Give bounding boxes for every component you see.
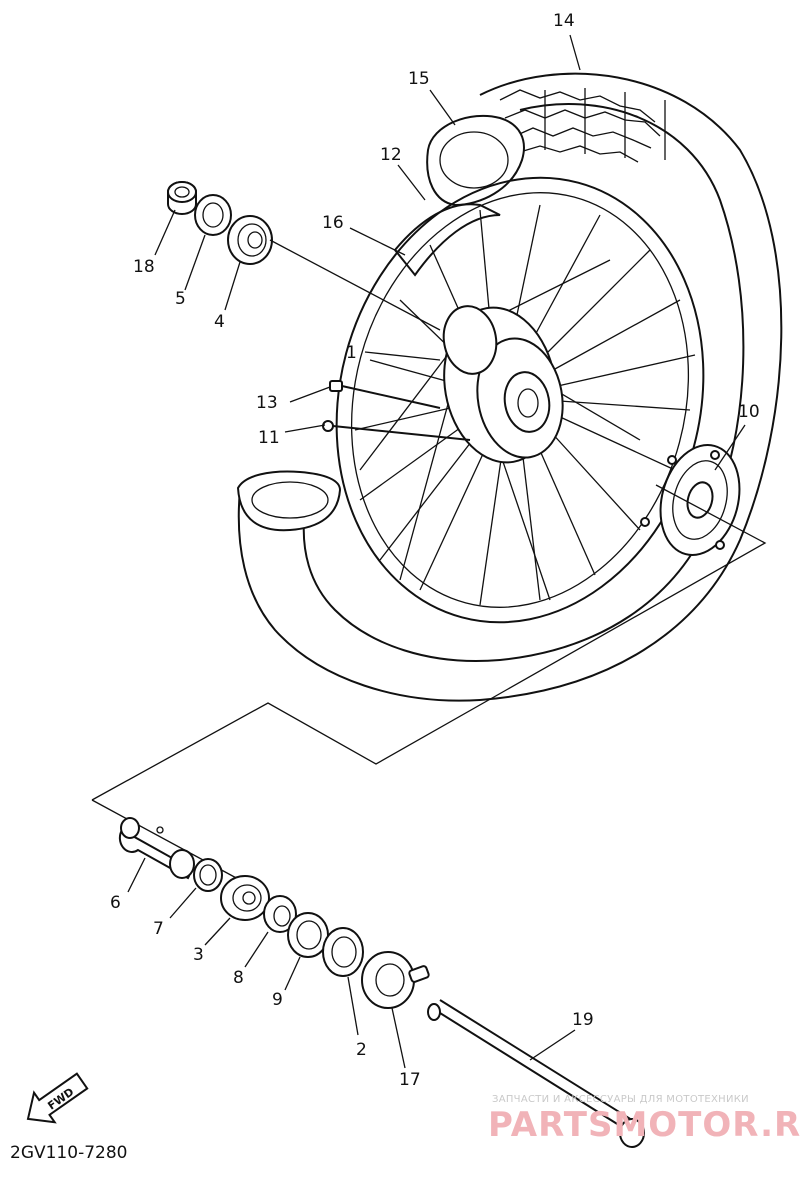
callout-8: 8 [233,968,244,988]
callout-1: 1 [346,343,357,363]
callout-11: 11 [258,428,280,448]
rim-band [393,203,501,277]
watermark-tagline: ЗАПЧАСТИ И АКСЕССУАРЫ ДЛЯ МОТОТЕХНИКИ [492,1094,749,1105]
callout-labels: 14 15 12 16 18 5 4 1 13 11 10 6 7 3 8 9 … [110,11,760,1090]
lower-parts [118,817,645,1148]
callout-14: 14 [553,11,575,31]
tire [237,72,783,702]
diagram-code: 2GV110-7280 [10,1143,127,1163]
leader-lines [127,34,746,1069]
callout-17: 17 [399,1070,421,1090]
watermark: ЗАПЧАСТИ И АКСЕССУАРЫ ДЛЯ МОТОТЕХНИКИ PA… [488,1094,800,1145]
callout-5: 5 [175,289,186,309]
callout-19: 19 [572,1010,594,1030]
rim-inner [350,192,690,608]
hub [442,305,564,464]
callout-4: 4 [214,312,225,332]
speedometer-drive-plate [640,444,741,556]
watermark-brand: PARTSMOTOR.RU [488,1105,800,1145]
tire-tread [499,88,666,163]
upper-bearing-stack [167,181,441,331]
rim-outer [335,176,705,624]
callout-18: 18 [133,257,155,277]
callout-7: 7 [153,919,164,939]
tire-section [236,470,342,532]
front-wheel-assembly [236,72,783,702]
callout-12: 12 [380,145,402,165]
callout-3: 3 [193,945,204,965]
callout-16: 16 [322,213,344,233]
callout-15: 15 [408,69,430,89]
callout-2: 2 [356,1040,367,1060]
callout-9: 9 [272,990,283,1010]
valve-stem [322,380,471,441]
callout-10: 10 [738,402,760,422]
assembly-plane-lines [91,484,767,881]
fwd-arrow-icon: FWD [26,1072,89,1124]
callout-6: 6 [110,893,121,913]
callout-13: 13 [256,393,278,413]
